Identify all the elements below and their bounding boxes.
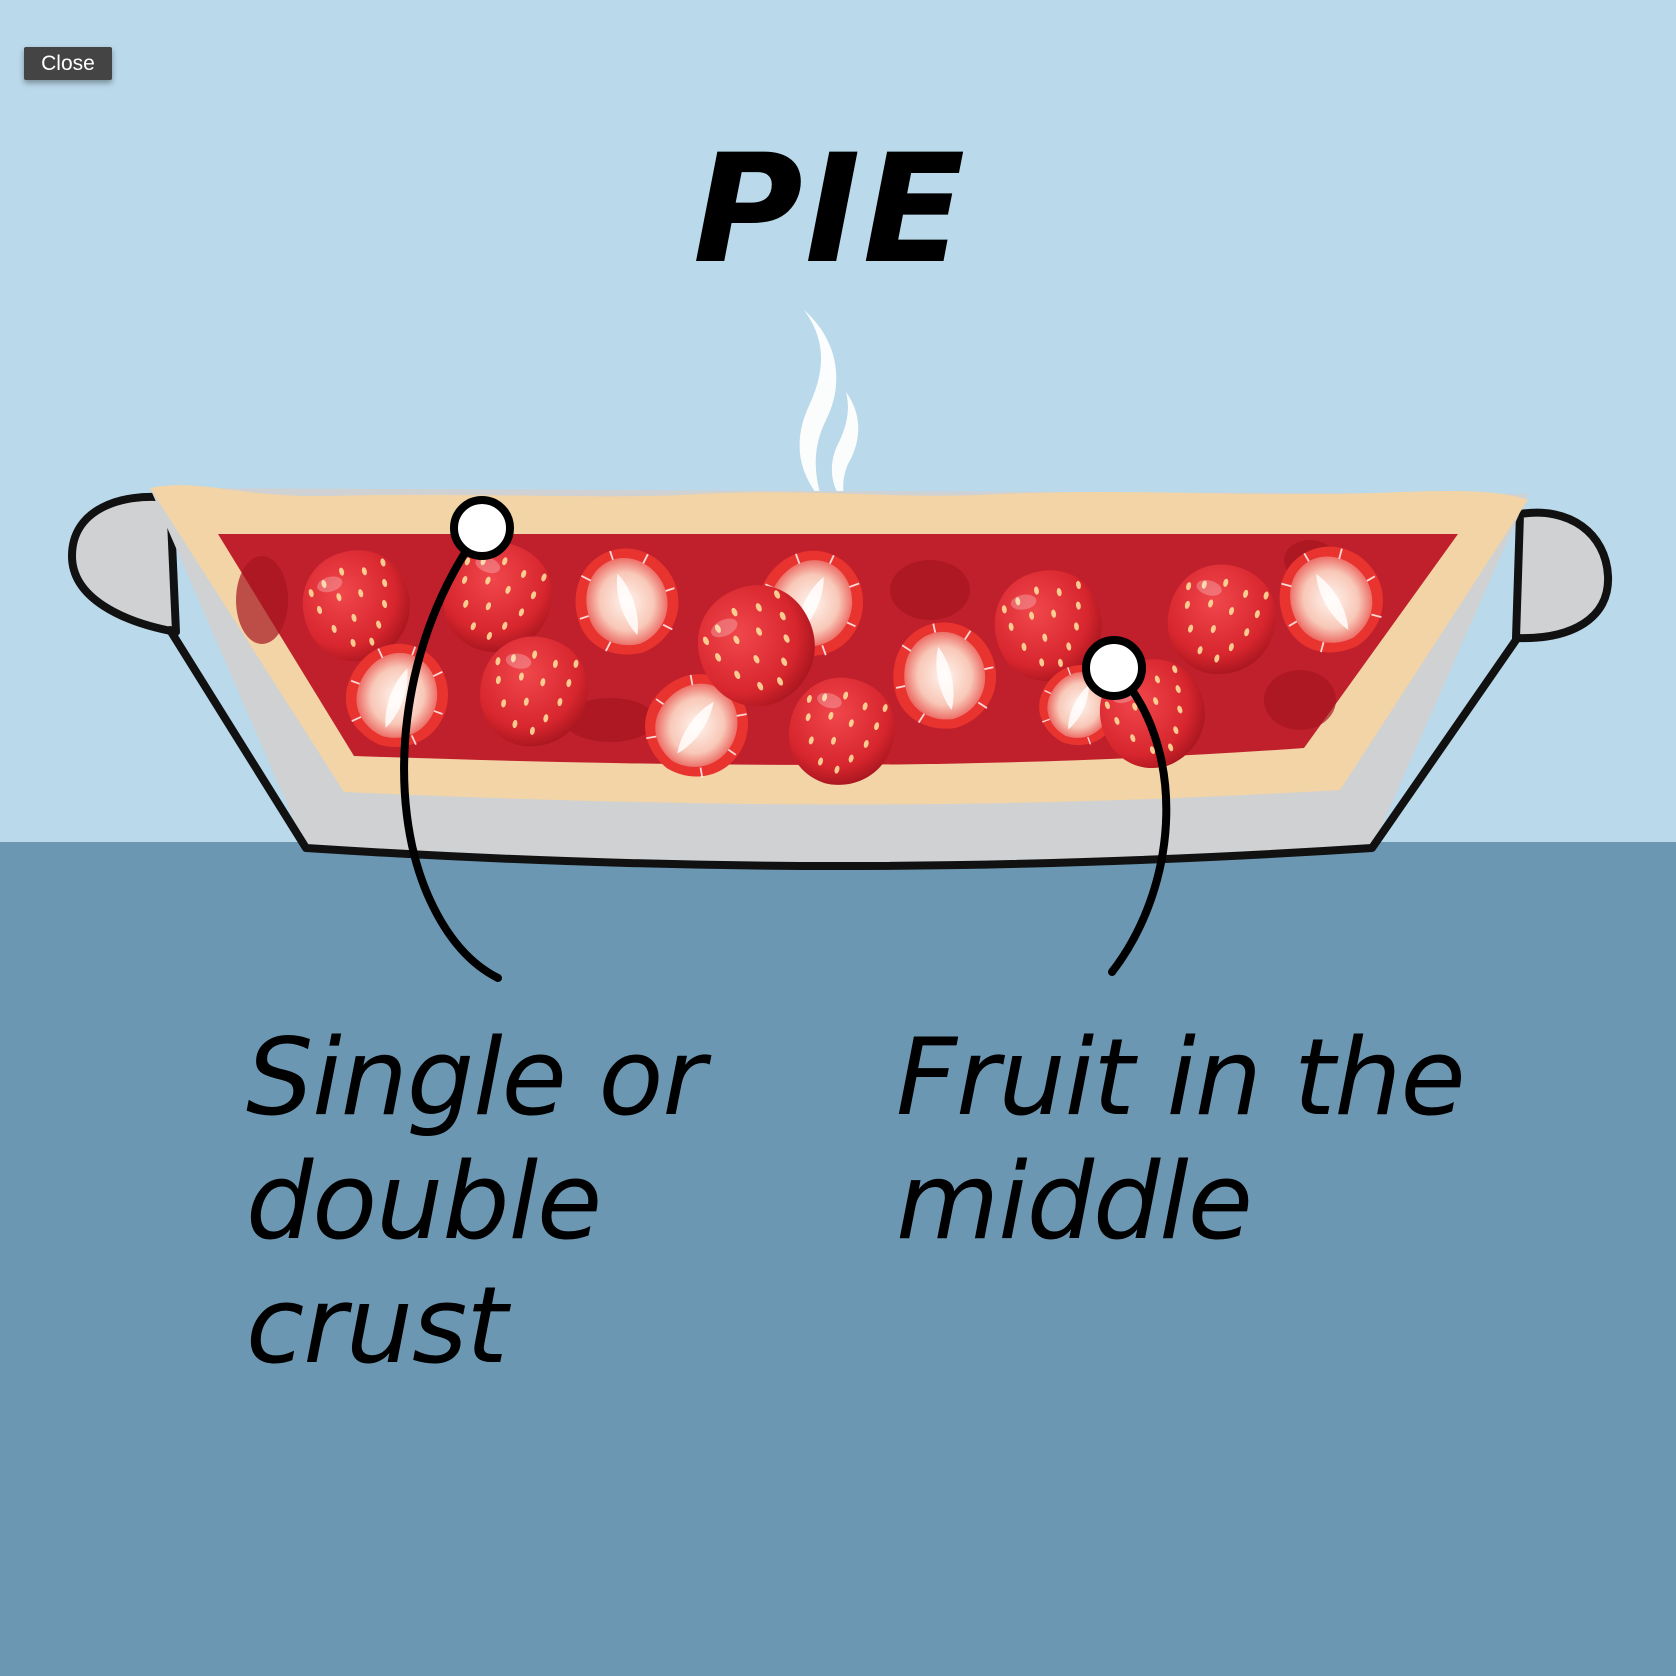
pie-dish-icon (68, 485, 1613, 870)
callout-label-crust: Single or double crust (246, 1016, 706, 1387)
callout-label-fruit: Fruit in the middle (896, 1016, 1466, 1263)
crust-callout-connector (400, 496, 514, 982)
diagram-title: PIE (692, 123, 968, 297)
close-button[interactable]: Close (24, 47, 112, 80)
fruit-callout-connector (1082, 636, 1171, 976)
table-surface (0, 842, 1676, 1676)
steam-icon (799, 310, 859, 504)
